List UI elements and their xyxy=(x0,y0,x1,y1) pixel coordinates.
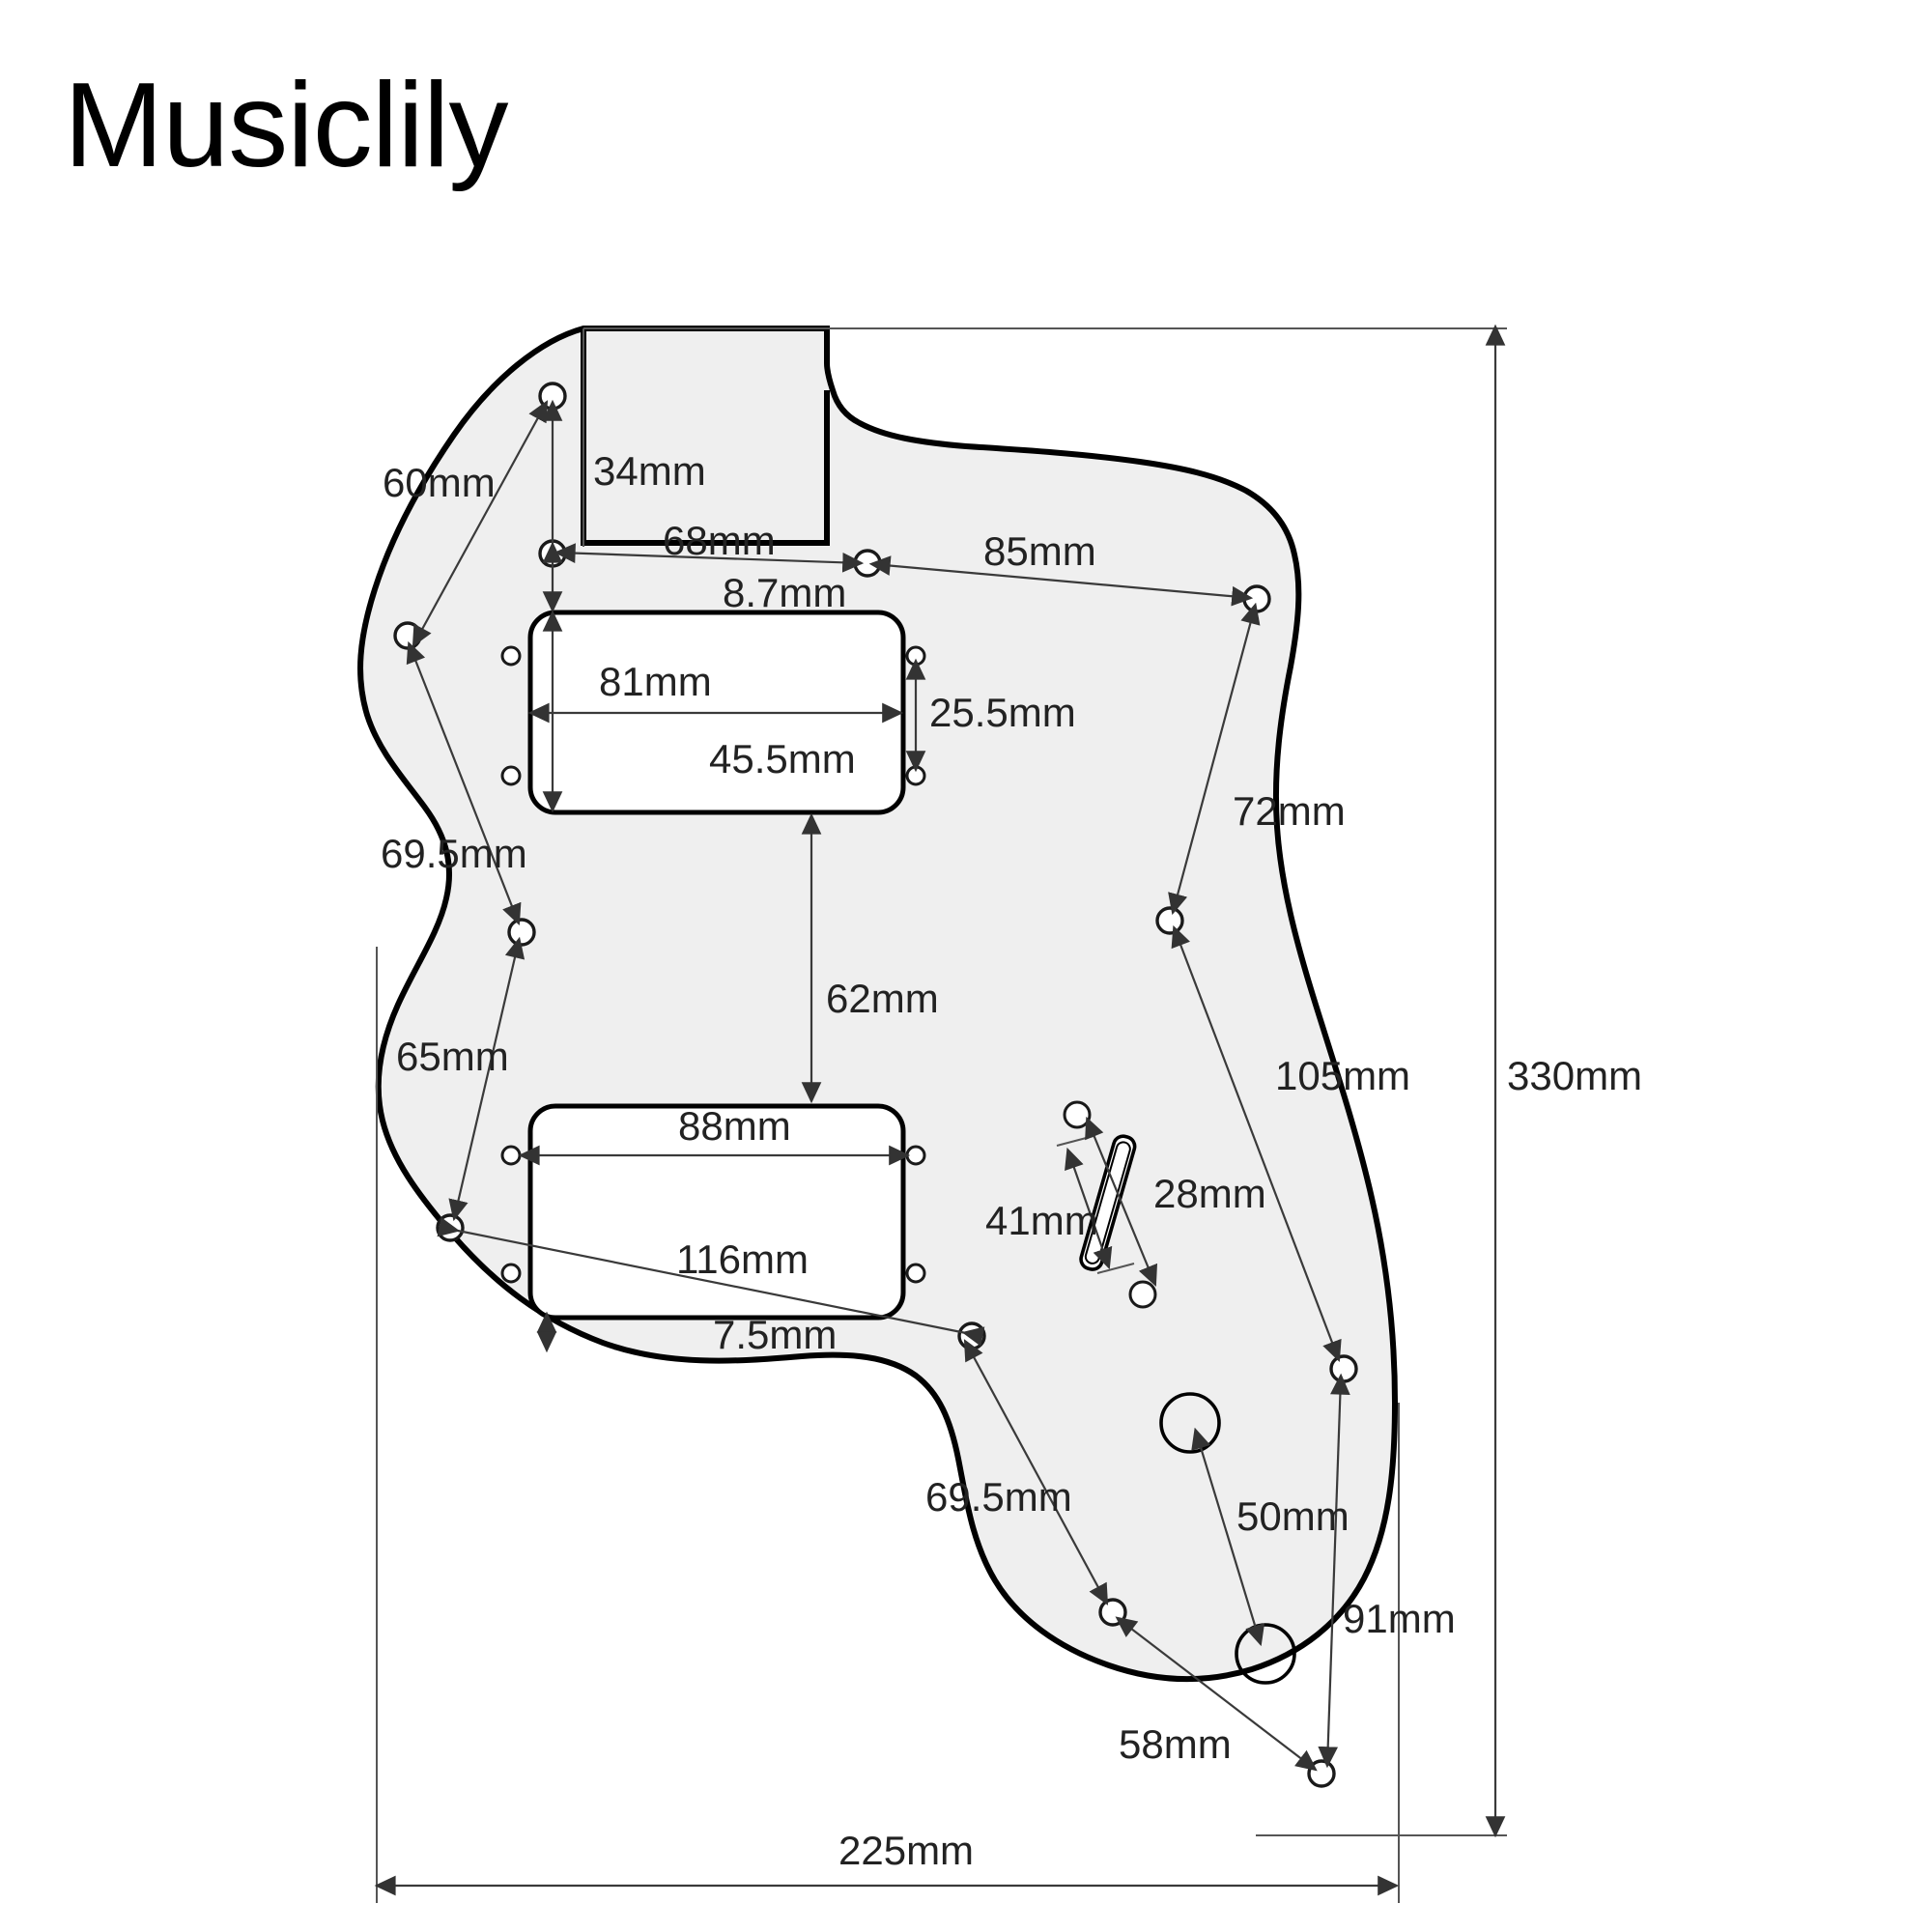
dimension-line-60mm xyxy=(412,400,549,647)
perimeter-screw-hole xyxy=(1329,1354,1358,1383)
dimension-label-62mm: 62mm xyxy=(826,976,939,1021)
dimension-label-50mm: 50mm xyxy=(1236,1493,1350,1539)
dimension-label-225mm: 225mm xyxy=(838,1828,974,1873)
dimension-line-68mm xyxy=(554,543,865,573)
dimension-label-72mm: 72mm xyxy=(1233,788,1346,834)
dimension-label-28mm: 28mm xyxy=(1153,1171,1266,1216)
perimeter-screw-hole xyxy=(507,918,536,947)
switch-screw-hole xyxy=(1128,1280,1157,1309)
dimension-label-68mm: 68mm xyxy=(663,518,776,563)
dimension-label-116mm: 116mm xyxy=(676,1236,809,1282)
perimeter-screw-hole xyxy=(1242,584,1271,613)
dimension-label-25.5mm: 25.5mm xyxy=(929,690,1076,735)
dimension-label-105mm: 105mm xyxy=(1275,1053,1410,1098)
switch-screw-hole xyxy=(1063,1100,1092,1129)
dimension-line-85mm xyxy=(868,555,1254,607)
dimension-line-91mm xyxy=(1318,1373,1350,1769)
dimension-label-88mm: 88mm xyxy=(678,1103,791,1149)
dimension-label-41mm: 41mm xyxy=(985,1198,1098,1243)
dimension-label-34mm: 34mm xyxy=(593,448,706,494)
dimension-label-60mm: 60mm xyxy=(383,460,496,505)
cavity-screw-hole xyxy=(500,1263,522,1284)
dimension-label-330mm: 330mm xyxy=(1507,1053,1642,1098)
dimension-line-105mm xyxy=(1171,924,1342,1363)
dimension-line-72mm xyxy=(1168,602,1261,916)
cavity-screw-hole xyxy=(500,765,522,786)
perimeter-screw-hole xyxy=(393,621,422,650)
dimension-line-69.5mm-lower xyxy=(963,1339,1109,1605)
perimeter-screw-hole xyxy=(436,1213,465,1242)
dimension-line-28mm xyxy=(1085,1116,1158,1288)
dimension-line-58mm xyxy=(1115,1616,1318,1772)
dimension-label-69.5mm-upper: 69.5mm xyxy=(381,831,527,876)
cavity-screw-hole xyxy=(905,1263,926,1284)
dimension-line-50mm xyxy=(1191,1427,1265,1647)
brand-title: Musiclily xyxy=(64,59,508,192)
potentiometer-hole xyxy=(1159,1392,1221,1454)
cavity-screw-hole xyxy=(500,645,522,667)
cavity-screw-hole xyxy=(500,1145,522,1166)
dimension-label-91mm: 91mm xyxy=(1343,1596,1456,1641)
dimension-line-65mm xyxy=(448,936,526,1222)
perimeter-screw-hole xyxy=(1307,1759,1336,1788)
dimension-label-85mm: 85mm xyxy=(983,528,1096,574)
cavity-screw-hole xyxy=(905,1145,926,1166)
dimension-labels: 60mm 34mm 68mm 85mm 8.7mm 81mm 25.5mm 45… xyxy=(381,448,1642,1873)
dimension-line-69.5mm-upper xyxy=(406,640,522,926)
dimension-label-8.7mm: 8.7mm xyxy=(723,570,846,615)
dimension-label-81mm: 81mm xyxy=(599,659,712,704)
dimension-label-65mm: 65mm xyxy=(396,1034,509,1079)
dimension-label-69.5mm-lower: 69.5mm xyxy=(925,1474,1072,1520)
dimension-label-45.5mm: 45.5mm xyxy=(709,736,856,781)
perimeter-screw-hole xyxy=(1155,906,1184,935)
dimension-label-58mm: 58mm xyxy=(1119,1721,1232,1767)
perimeter-screw-hole xyxy=(957,1321,986,1350)
dimension-label-7.5mm: 7.5mm xyxy=(713,1312,837,1357)
dimension-line-116mm xyxy=(437,1216,985,1347)
cavity-screw-hole xyxy=(905,645,926,667)
